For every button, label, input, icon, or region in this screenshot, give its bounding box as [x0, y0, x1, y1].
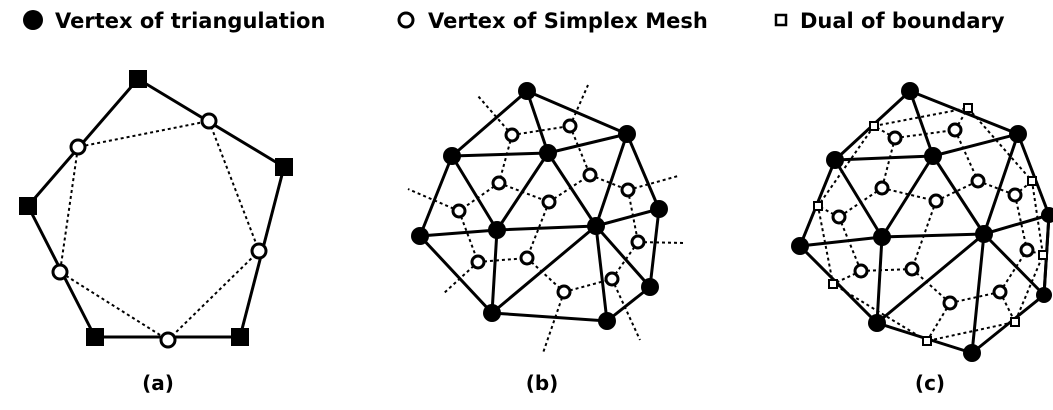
pentagon-outline — [26, 77, 286, 339]
open-vertex — [69, 138, 87, 156]
filled-vertex — [1009, 125, 1027, 143]
open-vertex — [491, 175, 507, 191]
open-vertex — [630, 234, 646, 250]
dual-boundary-vertex — [1038, 250, 1048, 260]
simplex-vertices — [451, 118, 646, 300]
filled-vertex — [1041, 207, 1053, 223]
dual-boundary-vertices — [813, 103, 1048, 346]
open-vertex — [874, 180, 890, 196]
panel-a: (a) — [19, 70, 293, 395]
open-vertex — [470, 254, 486, 270]
open-vertex — [942, 295, 958, 311]
triangulation-vertices — [19, 70, 293, 346]
filled-vertex — [598, 312, 616, 330]
dual-edges — [407, 84, 685, 354]
dual-boundary-vertex — [828, 279, 838, 289]
open-vertex — [947, 122, 963, 138]
dual-boundary-vertex — [813, 201, 823, 211]
triangulation-vertices — [411, 82, 668, 330]
panel-b: (b) — [407, 82, 685, 395]
filled-vertex — [901, 82, 919, 100]
square-vertex — [129, 70, 147, 88]
open-vertex — [620, 182, 636, 198]
square-vertex — [86, 328, 104, 346]
caption-a: (a) — [142, 371, 174, 395]
open-vertex — [504, 127, 520, 143]
legend: Vertex of triangulation Vertex of Simple… — [23, 9, 1005, 33]
filled-vertex — [587, 217, 605, 235]
open-vertex — [200, 112, 218, 130]
dual-boundary-vertex — [1027, 176, 1037, 186]
open-vertex — [928, 193, 944, 209]
open-vertex — [1019, 242, 1035, 258]
filled-vertex — [618, 125, 636, 143]
legend-label-dual-boundary: Dual of boundary — [800, 9, 1005, 33]
open-vertex — [853, 263, 869, 279]
panel-c: (c) — [791, 82, 1053, 395]
filled-vertex — [1036, 287, 1052, 303]
open-vertex — [970, 173, 986, 189]
open-vertex — [250, 242, 268, 260]
triangulation-edges — [798, 89, 1051, 355]
simplex-vertices — [51, 112, 268, 349]
caption-c: (c) — [915, 371, 945, 395]
dual-boundary-vertex — [922, 336, 932, 346]
dual-boundary-vertex — [869, 121, 879, 131]
dual-boundary-vertex — [1010, 317, 1020, 327]
filled-vertex — [483, 304, 501, 322]
filled-vertex — [791, 237, 809, 255]
open-vertex — [556, 284, 572, 300]
open-vertex — [992, 284, 1008, 300]
filled-vertex — [868, 314, 886, 332]
open-vertex — [159, 331, 177, 349]
legend-label-open-vertex: Vertex of Simplex Mesh — [428, 9, 708, 33]
filled-vertex — [650, 200, 668, 218]
open-vertex — [831, 209, 847, 225]
filled-vertex — [411, 227, 429, 245]
dual-boundary-vertex — [963, 103, 973, 113]
filled-vertex — [518, 82, 536, 100]
dual-pentagon — [58, 119, 261, 342]
open-vertex — [51, 263, 69, 281]
legend-label-filled-vertex: Vertex of triangulation — [55, 9, 325, 33]
open-vertex — [1007, 187, 1023, 203]
filled-vertex — [641, 278, 659, 296]
filled-vertex — [539, 144, 557, 162]
filled-vertex — [975, 225, 993, 243]
open-vertex — [582, 167, 598, 183]
open-vertex — [519, 250, 535, 266]
caption-b: (b) — [526, 371, 559, 395]
open-vertex — [887, 130, 903, 146]
filled-vertex — [826, 151, 844, 169]
open-vertex — [904, 261, 920, 277]
filled-vertex — [443, 147, 461, 165]
triangulation-vertices — [791, 82, 1053, 362]
filled-vertex — [963, 344, 981, 362]
square-vertex — [19, 197, 37, 215]
filled-vertex-legend-icon — [23, 10, 43, 30]
filled-vertex — [488, 221, 506, 239]
dual-boundary-legend-icon — [774, 13, 788, 27]
simplex-vertices — [831, 122, 1035, 311]
open-vertex-legend-icon — [397, 11, 415, 29]
square-vertex — [231, 328, 249, 346]
open-vertex — [451, 203, 467, 219]
filled-vertex — [924, 147, 942, 165]
open-vertex — [541, 194, 557, 210]
open-vertex — [604, 271, 620, 287]
square-vertex — [275, 158, 293, 176]
open-vertex — [562, 118, 578, 134]
filled-vertex — [873, 228, 891, 246]
